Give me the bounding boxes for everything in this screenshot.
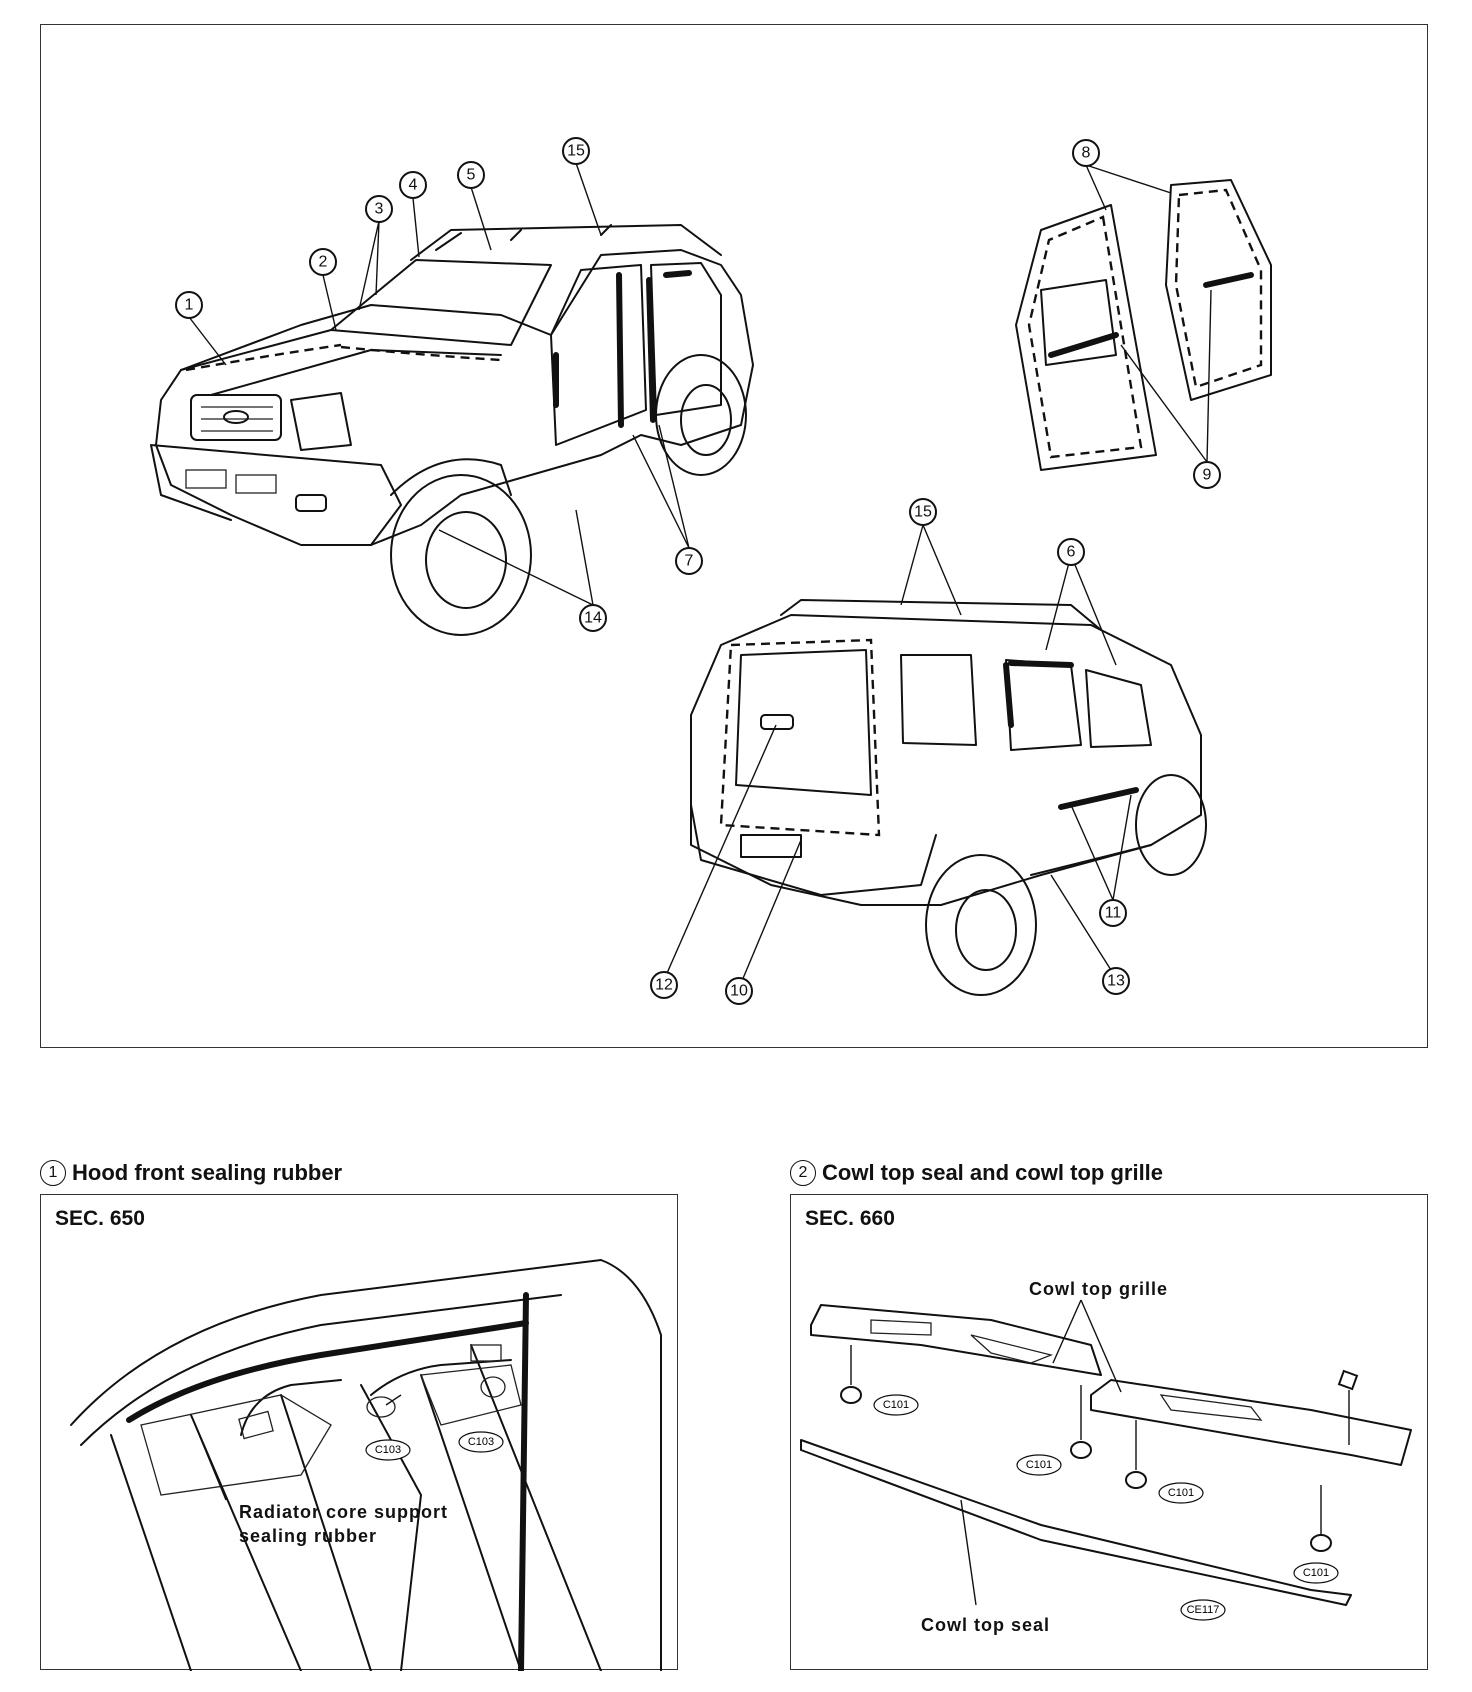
cowl-grille-label: Cowl top grille (1029, 1279, 1168, 1299)
svg-text:C101: C101 (1168, 1487, 1194, 1499)
svg-text:6: 6 (1067, 544, 1076, 561)
callout-12: 12 (650, 971, 678, 999)
front-vehicle-illustration (150, 162, 754, 636)
clip-c101-1: C101 (873, 1394, 919, 1416)
svg-text:12: 12 (655, 977, 673, 994)
callout-8: 8 (1072, 139, 1100, 167)
callout-15-front: 15 (562, 137, 590, 165)
svg-text:1: 1 (185, 297, 194, 314)
svg-text:CE117: CE117 (1187, 1604, 1220, 1616)
clip-c103-left: C103 (365, 1439, 411, 1461)
clip-c101-4: C101 (1293, 1562, 1339, 1584)
cowl-seal-label: Cowl top seal (921, 1615, 1051, 1635)
callout-10: 10 (725, 977, 753, 1005)
detail2-caption: 2 Cowl top seal and cowl top grille (790, 1160, 1163, 1186)
radiator-seal-label: Radiator core support sealing rubber (239, 1500, 448, 1549)
svg-text:15: 15 (567, 143, 585, 160)
svg-text:11: 11 (1105, 905, 1122, 922)
hood-seal-detail-panel: C103 C103 SEC. 650 Radiator core support… (40, 1194, 678, 1671)
callout-14: 14 (579, 604, 607, 632)
callout-6: 6 (1057, 538, 1085, 566)
svg-text:13: 13 (1107, 973, 1125, 990)
clip-c103-right: C103 (458, 1431, 504, 1453)
radiator-seal-label-line1: Radiator core support (239, 1502, 449, 1522)
svg-text:7: 7 (685, 553, 694, 570)
svg-text:C101: C101 (883, 1399, 909, 1411)
callout-7: 7 (675, 547, 703, 575)
callout-4: 4 (399, 171, 427, 199)
svg-text:10: 10 (730, 983, 748, 1000)
cowl-detail-panel: C101 C101 C101 C101 CE117 SEC. 660 Cowl … (790, 1194, 1428, 1670)
callout-5: 5 (457, 161, 485, 189)
clip-c101-3: C101 (1158, 1482, 1204, 1504)
svg-text:15: 15 (914, 504, 932, 521)
callout-11: 11 (1099, 899, 1127, 927)
svg-text:C101: C101 (1026, 1459, 1052, 1471)
doors-illustration (1015, 164, 1272, 471)
svg-text:2: 2 (319, 254, 328, 271)
cowl-parts-drawing: C101 C101 C101 C101 CE117 (800, 1299, 1412, 1621)
detail1-number: 1 (40, 1160, 66, 1186)
callout-2: 2 (309, 248, 337, 276)
clip-c101-2: C101 (1016, 1454, 1062, 1476)
svg-text:C101: C101 (1303, 1567, 1329, 1579)
svg-text:8: 8 (1082, 145, 1091, 162)
svg-text:4: 4 (409, 177, 418, 194)
detail2-section-label: SEC. 660 (805, 1207, 895, 1230)
detail1-section-label: SEC. 650 (55, 1207, 145, 1230)
svg-text:C103: C103 (375, 1444, 401, 1456)
svg-text:5: 5 (467, 167, 476, 184)
detail1-caption: 1 Hood front sealing rubber (40, 1160, 342, 1186)
svg-text:C103: C103 (468, 1436, 494, 1448)
rear-vehicle-illustration (663, 524, 1207, 996)
detail2-number: 2 (790, 1160, 816, 1186)
radiator-seal-label-line2: sealing rubber (239, 1526, 378, 1547)
detail2-title: Cowl top seal and cowl top grille (822, 1160, 1164, 1185)
vehicle-overview-drawing: 1 2 3 4 5 15 7 14 8 9 15 6 11 13 12 10 (150, 137, 1272, 1005)
detail1-title: Hood front sealing rubber (72, 1160, 343, 1185)
clip-ce117: CE117 (1180, 1599, 1226, 1621)
callout-3: 3 (365, 195, 393, 223)
callout-1: 1 (175, 291, 203, 319)
svg-text:9: 9 (1203, 467, 1212, 484)
callout-15-rear: 15 (909, 498, 937, 526)
svg-text:3: 3 (375, 201, 384, 218)
svg-text:14: 14 (584, 610, 602, 627)
vehicle-overview-panel: 1 2 3 4 5 15 7 14 8 9 15 6 11 13 12 10 (40, 24, 1428, 1048)
callout-9: 9 (1193, 461, 1221, 489)
callout-13: 13 (1102, 967, 1130, 995)
hood-underside-drawing: C103 C103 (70, 1259, 662, 1671)
